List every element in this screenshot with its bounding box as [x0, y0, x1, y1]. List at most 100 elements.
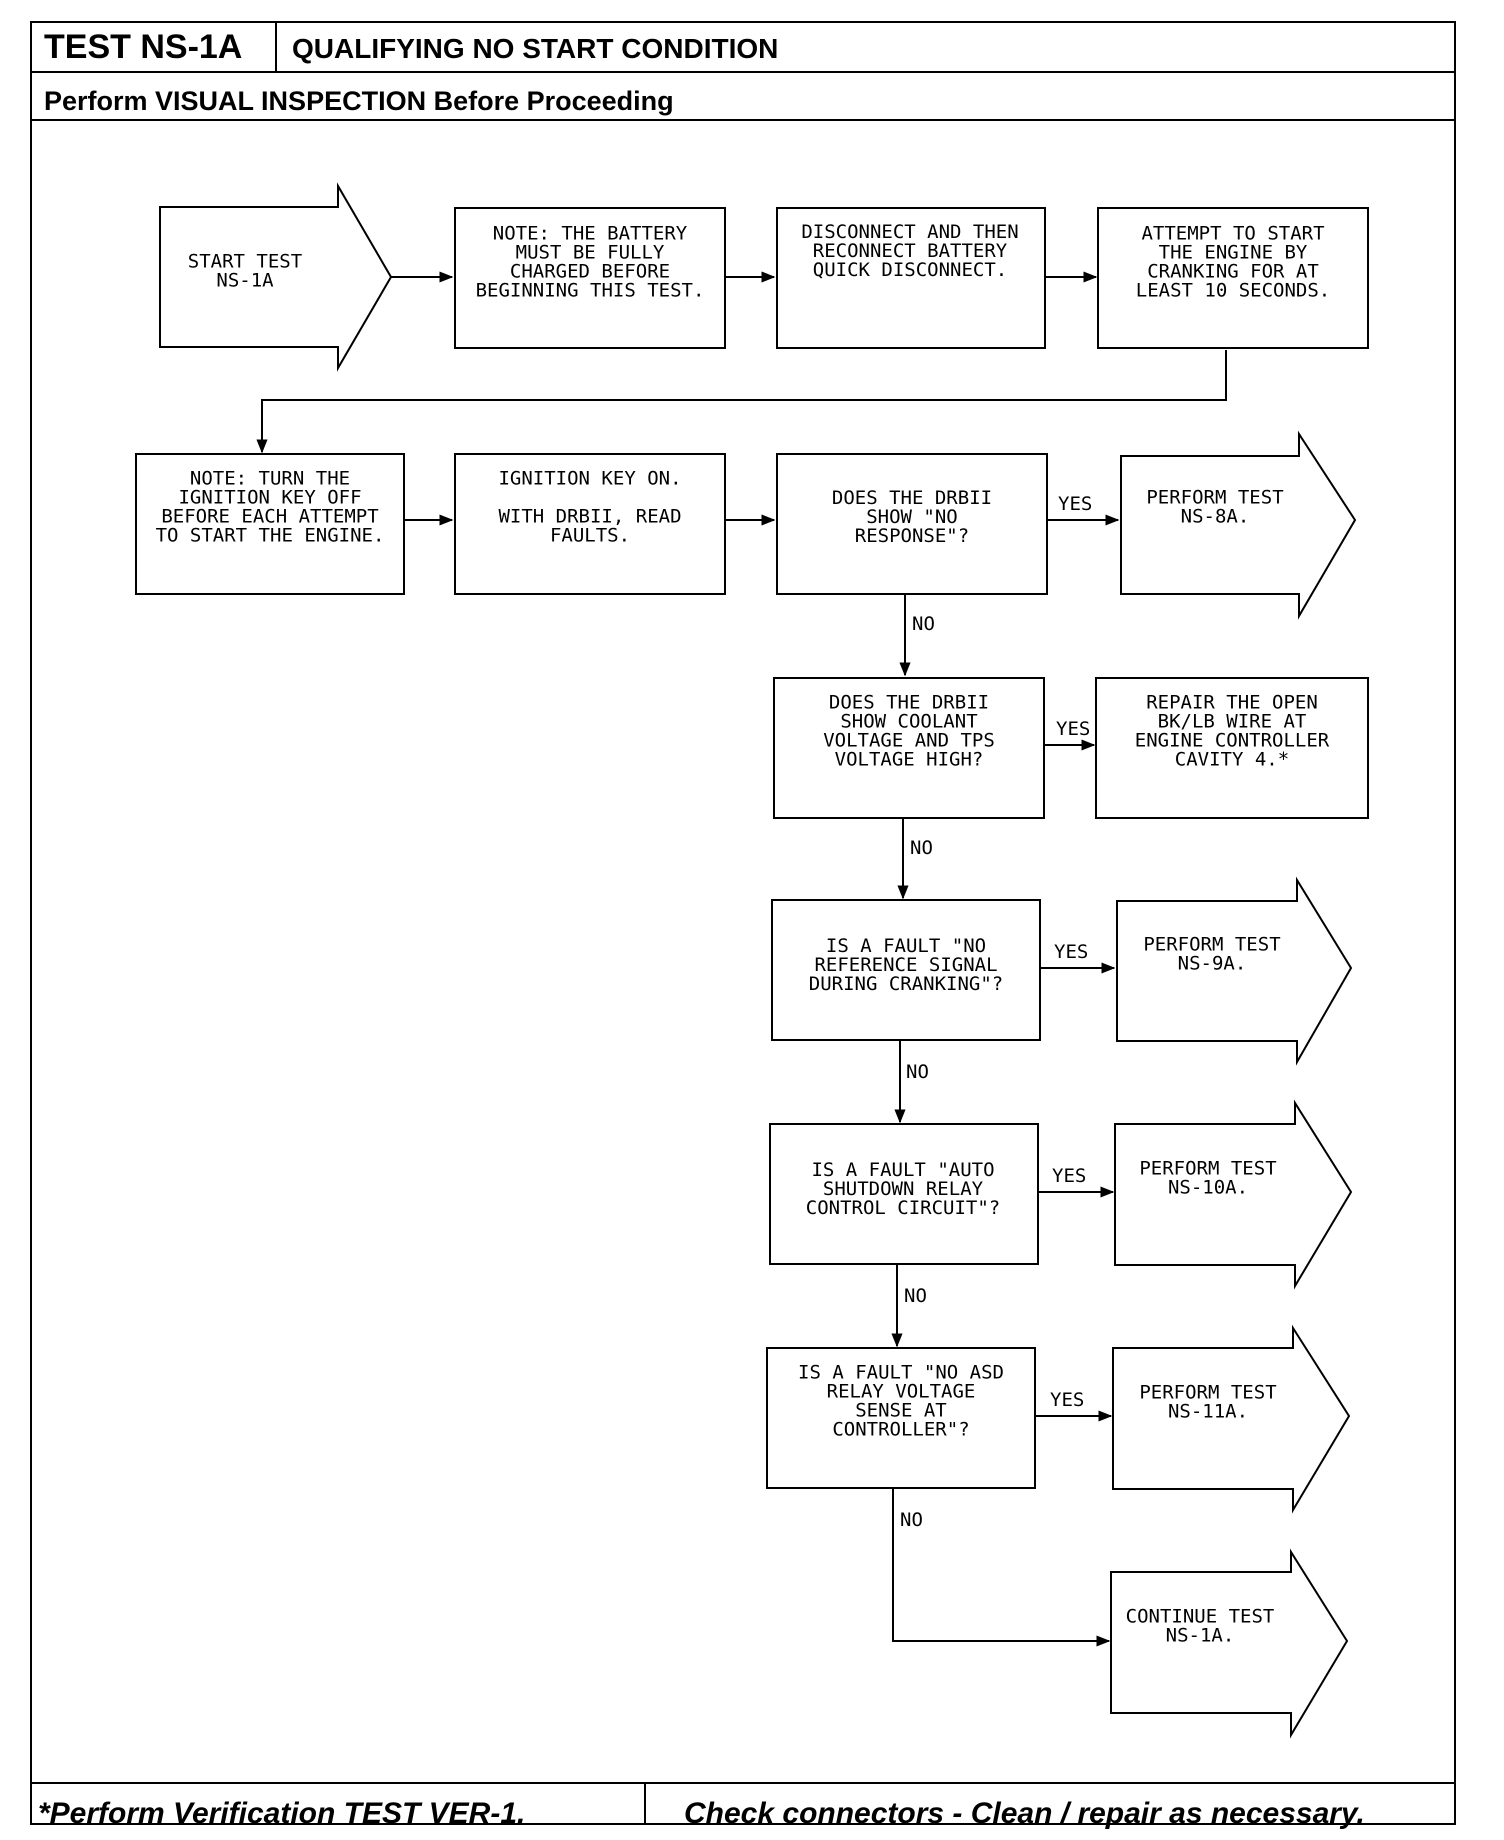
perform-9a-arrow-shape [1116, 876, 1353, 1066]
start-arrow-shape [159, 182, 393, 372]
node-text-line: DOES THE DRBII [829, 692, 989, 714]
q-no-reference-box [771, 899, 1041, 1041]
node-text-line: FAULTS. [550, 525, 630, 547]
node-text-line: CONTINUE TEST [1126, 1606, 1275, 1628]
test-id: TEST NS-1A [44, 28, 243, 66]
node-text-line: VOLTAGE HIGH? [835, 749, 984, 771]
connectors [256, 271, 1227, 1647]
q-no-asd-box [766, 1347, 1036, 1489]
node-text-line: NS-10A. [1168, 1177, 1248, 1199]
subheader: Perform VISUAL INSPECTION Before Proceed… [44, 86, 674, 116]
node-text-line: START TEST [188, 251, 302, 273]
node-text-line: RECONNECT BATTERY [813, 240, 1008, 262]
no-label-q1: NO [912, 613, 935, 635]
continue-1a-arrow-shape [1110, 1548, 1349, 1739]
node-text-line: BK/LB WIRE AT [1158, 711, 1307, 733]
node-text-line: LEAST 10 SECONDS. [1136, 280, 1330, 302]
node-text-line: TO START THE ENGINE. [156, 525, 385, 547]
node-text-line: BEFORE EACH ATTEMPT [161, 506, 378, 528]
node-text-line: CHARGED BEFORE [510, 261, 670, 283]
node-text-line: THE ENGINE BY [1159, 242, 1308, 264]
footer-connectors-note: Check connectors - Clean / repair as nec… [684, 1797, 1365, 1830]
edge-q5-no [892, 1488, 1111, 1647]
edge-attempt-to-ignition-note [256, 350, 1227, 454]
node-text-line: IGNITION KEY OFF [178, 487, 361, 509]
node-text-line: PERFORM TEST [1139, 1158, 1276, 1180]
node-text-line: BEGINNING THIS TEST. [476, 280, 705, 302]
repair-open-box [1095, 677, 1369, 819]
disconnect-box [776, 207, 1046, 349]
node-text-line: SHOW "NO [866, 506, 958, 528]
no-label-q2: NO [910, 837, 933, 859]
node-text-line: CONTROL CIRCUIT"? [806, 1197, 1000, 1219]
node-text-line: SENSE AT [855, 1400, 947, 1422]
node-text-line: QUICK DISCONNECT. [813, 259, 1007, 281]
node-text-line: NS-1A [216, 270, 274, 292]
node-text-line: IS A FAULT "NO [826, 935, 986, 957]
attempt-start-box [1097, 207, 1369, 349]
node-text-line: ENGINE CONTROLLER [1135, 730, 1330, 752]
no-label-q3: NO [906, 1061, 929, 1083]
node-text-line: SHOW COOLANT [840, 711, 977, 733]
node-text-line: RELAY VOLTAGE [827, 1381, 976, 1403]
node-text-line: NS-9A. [1178, 953, 1247, 975]
node-text-line: MUST BE FULLY [516, 242, 665, 264]
node-text-line: PERFORM TEST [1139, 1382, 1276, 1404]
q-coolant-box [773, 677, 1045, 819]
node-text-line: CAVITY 4.* [1175, 749, 1289, 771]
node-text-line: WITH DRBII, READ [498, 506, 681, 528]
node-text-line: DURING CRANKING"? [809, 973, 1003, 995]
node-text-line: IS A FAULT "AUTO [811, 1159, 994, 1181]
footer-verification-note: *Perform Verification TEST VER-1. [38, 1797, 526, 1830]
yes-label-q2: YES [1056, 718, 1090, 740]
no-label-q5: NO [900, 1509, 923, 1531]
node-text-line: NS-11A. [1168, 1401, 1248, 1423]
node-text-line: CRANKING FOR AT [1147, 261, 1319, 283]
page-frame [30, 21, 1456, 1825]
node-text-line: ATTEMPT TO START [1141, 223, 1324, 245]
shapes [135, 182, 1369, 1739]
perform-10a-arrow-shape [1114, 1099, 1353, 1290]
q-no-response-box [776, 453, 1048, 595]
node-text-line: DOES THE DRBII [832, 487, 992, 509]
node-text-line: SHUTDOWN RELAY [823, 1178, 984, 1200]
battery-note-box [454, 207, 726, 349]
node-text-line: PERFORM TEST [1146, 487, 1283, 509]
node-text-line: IGNITION KEY ON. [498, 468, 681, 490]
node-text-line: REFERENCE SIGNAL [814, 954, 997, 976]
yes-label-q3: YES [1054, 941, 1088, 963]
perform-8a-arrow-shape [1120, 430, 1357, 620]
ignition-on-box [454, 453, 726, 595]
node-text-line: NS-8A. [1181, 506, 1250, 528]
node-text-line: REPAIR THE OPEN [1146, 692, 1318, 714]
node-text-line: NOTE: THE BATTERY [493, 223, 688, 245]
no-label-q4: NO [904, 1285, 927, 1307]
node-text-line: PERFORM TEST [1143, 934, 1280, 956]
node-text-line: CONTROLLER"? [832, 1419, 969, 1441]
ignition-note-box [135, 453, 405, 595]
node-text-line: VOLTAGE AND TPS [823, 730, 995, 752]
test-title: QUALIFYING NO START CONDITION [292, 33, 779, 64]
node-text-line: DISCONNECT AND THEN [801, 221, 1018, 243]
yes-label-q5: YES [1050, 1389, 1084, 1411]
yes-label-q1: YES [1058, 493, 1092, 515]
node-text-line: NS-1A. [1166, 1625, 1235, 1647]
yes-label-q4: YES [1052, 1165, 1086, 1187]
